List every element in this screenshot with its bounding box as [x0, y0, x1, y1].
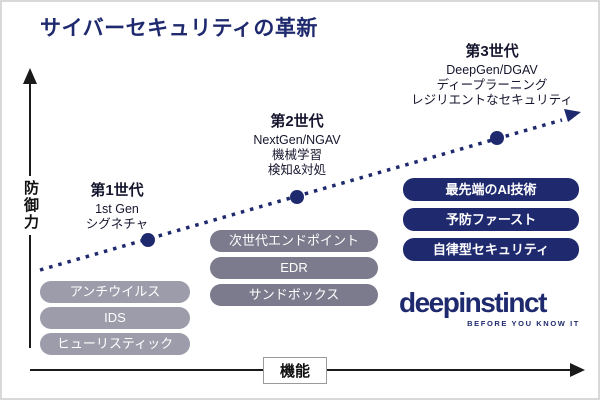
gen3-label-block: 第3世代 DeepGen/DGAV ディープラーニング レジリエントなセキュリテ… — [392, 40, 592, 107]
gen1-node — [141, 233, 155, 247]
brand-logo: deepinstinct BEFORE YOU KNOW IT — [399, 287, 580, 329]
y-axis-arrow-icon — [23, 68, 37, 84]
gen3-node — [490, 131, 504, 145]
gen2-node — [290, 190, 304, 204]
gen1-label-block: 第1世代 1st Gen シグネチャ — [57, 179, 177, 232]
x-axis-arrow-icon — [570, 363, 585, 377]
gen3-item: 最先端のAI技術 — [403, 178, 579, 201]
gen1-heading: 第1世代 — [90, 182, 144, 199]
gen3-subline: レジリエントなセキュリティ — [411, 92, 573, 107]
gen2-label-block: 第2世代 NextGen/NGAV 機械学習 検知&対処 — [217, 110, 377, 177]
gen1-subline: 1st Gen — [95, 202, 139, 216]
gen3-subline: ディープラーニング — [436, 77, 548, 92]
gen3-subline: DeepGen/DGAV — [446, 63, 538, 77]
brand-logo-text: deepinstinct — [399, 287, 547, 318]
gen2-subline: 検知&対処 — [267, 162, 327, 177]
gen2-subline: NextGen/NGAV — [253, 133, 341, 147]
x-axis-label: 機能 — [263, 357, 328, 384]
gen2-item: 次世代エンドポイント — [210, 230, 378, 252]
gen1-subline: シグネチャ — [85, 216, 149, 231]
gen1-item: ヒューリスティック — [40, 333, 190, 355]
gen3-item: 予防ファースト — [403, 208, 579, 231]
gen1-item: IDS — [40, 307, 190, 329]
gen2-item: EDR — [210, 257, 378, 279]
page-title: サイバーセキュリティの革新 — [40, 17, 318, 40]
y-axis-label: 防御力 — [18, 176, 43, 235]
brand-tagline: BEFORE YOU KNOW IT — [467, 319, 580, 329]
trend-arrow-icon — [564, 109, 581, 122]
gen2-item: サンドボックス — [210, 284, 378, 306]
gen2-subline: 機械学習 — [271, 147, 322, 162]
gen3-item: 自律型セキュリティ — [403, 238, 579, 261]
gen2-heading: 第2世代 — [270, 113, 324, 130]
gen1-item: アンチウイルス — [40, 281, 190, 303]
gen3-heading: 第3世代 — [465, 43, 519, 60]
